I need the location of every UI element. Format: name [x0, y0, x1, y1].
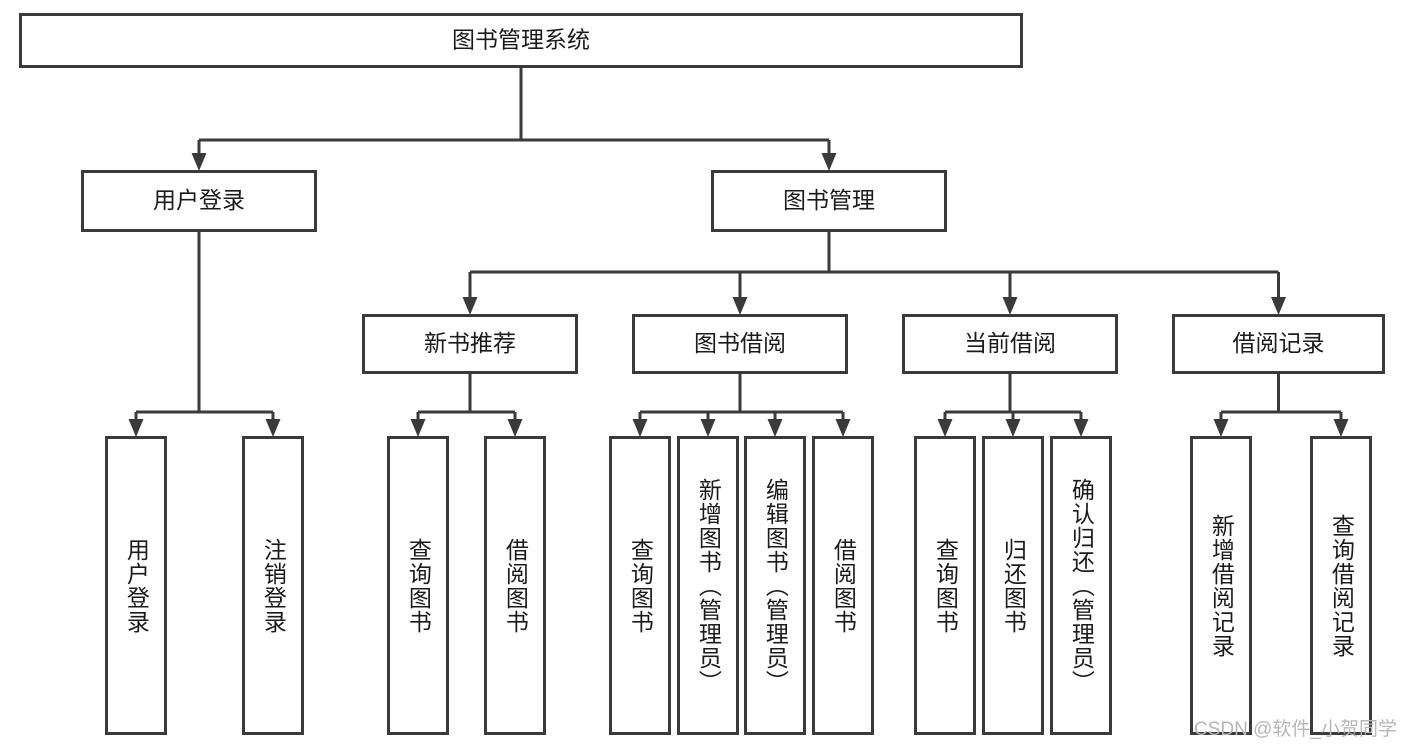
watermark: CSDN @软件_小贺同学	[1194, 719, 1397, 740]
arrow-head-icon	[767, 419, 783, 437]
node-label-l2_0: 用户登录	[153, 187, 245, 213]
arrow-head-icon	[1002, 297, 1018, 315]
node-label-root: 图书管理系统	[452, 27, 590, 53]
arrow-head-icon	[410, 419, 426, 437]
arrow-head-icon	[835, 419, 851, 437]
node-box-l3_0[interactable]	[362, 314, 578, 374]
node-box-leaf_9[interactable]	[982, 436, 1044, 735]
arrow-head-icon	[1333, 419, 1349, 437]
node-label-l2_1: 图书管理	[783, 187, 875, 213]
node-box-layer	[19, 13, 1385, 735]
arrow-head-icon	[1073, 419, 1089, 437]
node-box-leaf_0[interactable]	[105, 436, 167, 735]
node-label-l3_3: 借阅记录	[1233, 330, 1325, 356]
arrow-head-icon	[821, 153, 837, 171]
node-box-leaf_5[interactable]	[677, 436, 739, 735]
arrow-head-icon	[700, 419, 716, 437]
arrow-head-icon	[937, 419, 953, 437]
arrow-head-icon	[191, 153, 207, 171]
arrow-head-icon	[732, 297, 748, 315]
arrow-head-icon	[462, 297, 478, 315]
node-box-l3_3[interactable]	[1172, 314, 1385, 374]
connector-layer	[128, 68, 1349, 437]
node-label-l3_0: 新书推荐	[424, 330, 516, 356]
arrow-head-icon	[1213, 419, 1229, 437]
node-box-leaf_12[interactable]	[1310, 436, 1372, 735]
node-box-leaf_11[interactable]	[1190, 436, 1252, 735]
node-box-leaf_10[interactable]	[1050, 436, 1112, 735]
arrow-head-icon	[1005, 419, 1021, 437]
node-box-leaf_8[interactable]	[914, 436, 976, 735]
node-box-leaf_6[interactable]	[744, 436, 806, 735]
node-label-l3_1: 图书借阅	[694, 330, 786, 356]
arrow-head-icon	[632, 419, 648, 437]
node-box-leaf_4[interactable]	[609, 436, 671, 735]
arrow-head-icon	[1271, 297, 1286, 315]
node-box-leaf_2[interactable]	[387, 436, 449, 735]
node-box-leaf_1[interactable]	[242, 436, 304, 735]
node-box-leaf_3[interactable]	[484, 436, 546, 735]
arrow-head-icon	[507, 419, 523, 437]
node-box-leaf_7[interactable]	[812, 436, 874, 735]
node-box-l2_1[interactable]	[711, 170, 947, 232]
node-box-l3_1[interactable]	[632, 314, 848, 374]
arrow-head-icon	[128, 419, 144, 437]
arrow-head-icon	[265, 419, 281, 437]
node-box-l2_0[interactable]	[81, 170, 317, 232]
node-box-root[interactable]	[19, 13, 1023, 68]
node-label-l3_2: 当前借阅	[964, 330, 1056, 356]
node-box-l3_2[interactable]	[902, 314, 1118, 374]
